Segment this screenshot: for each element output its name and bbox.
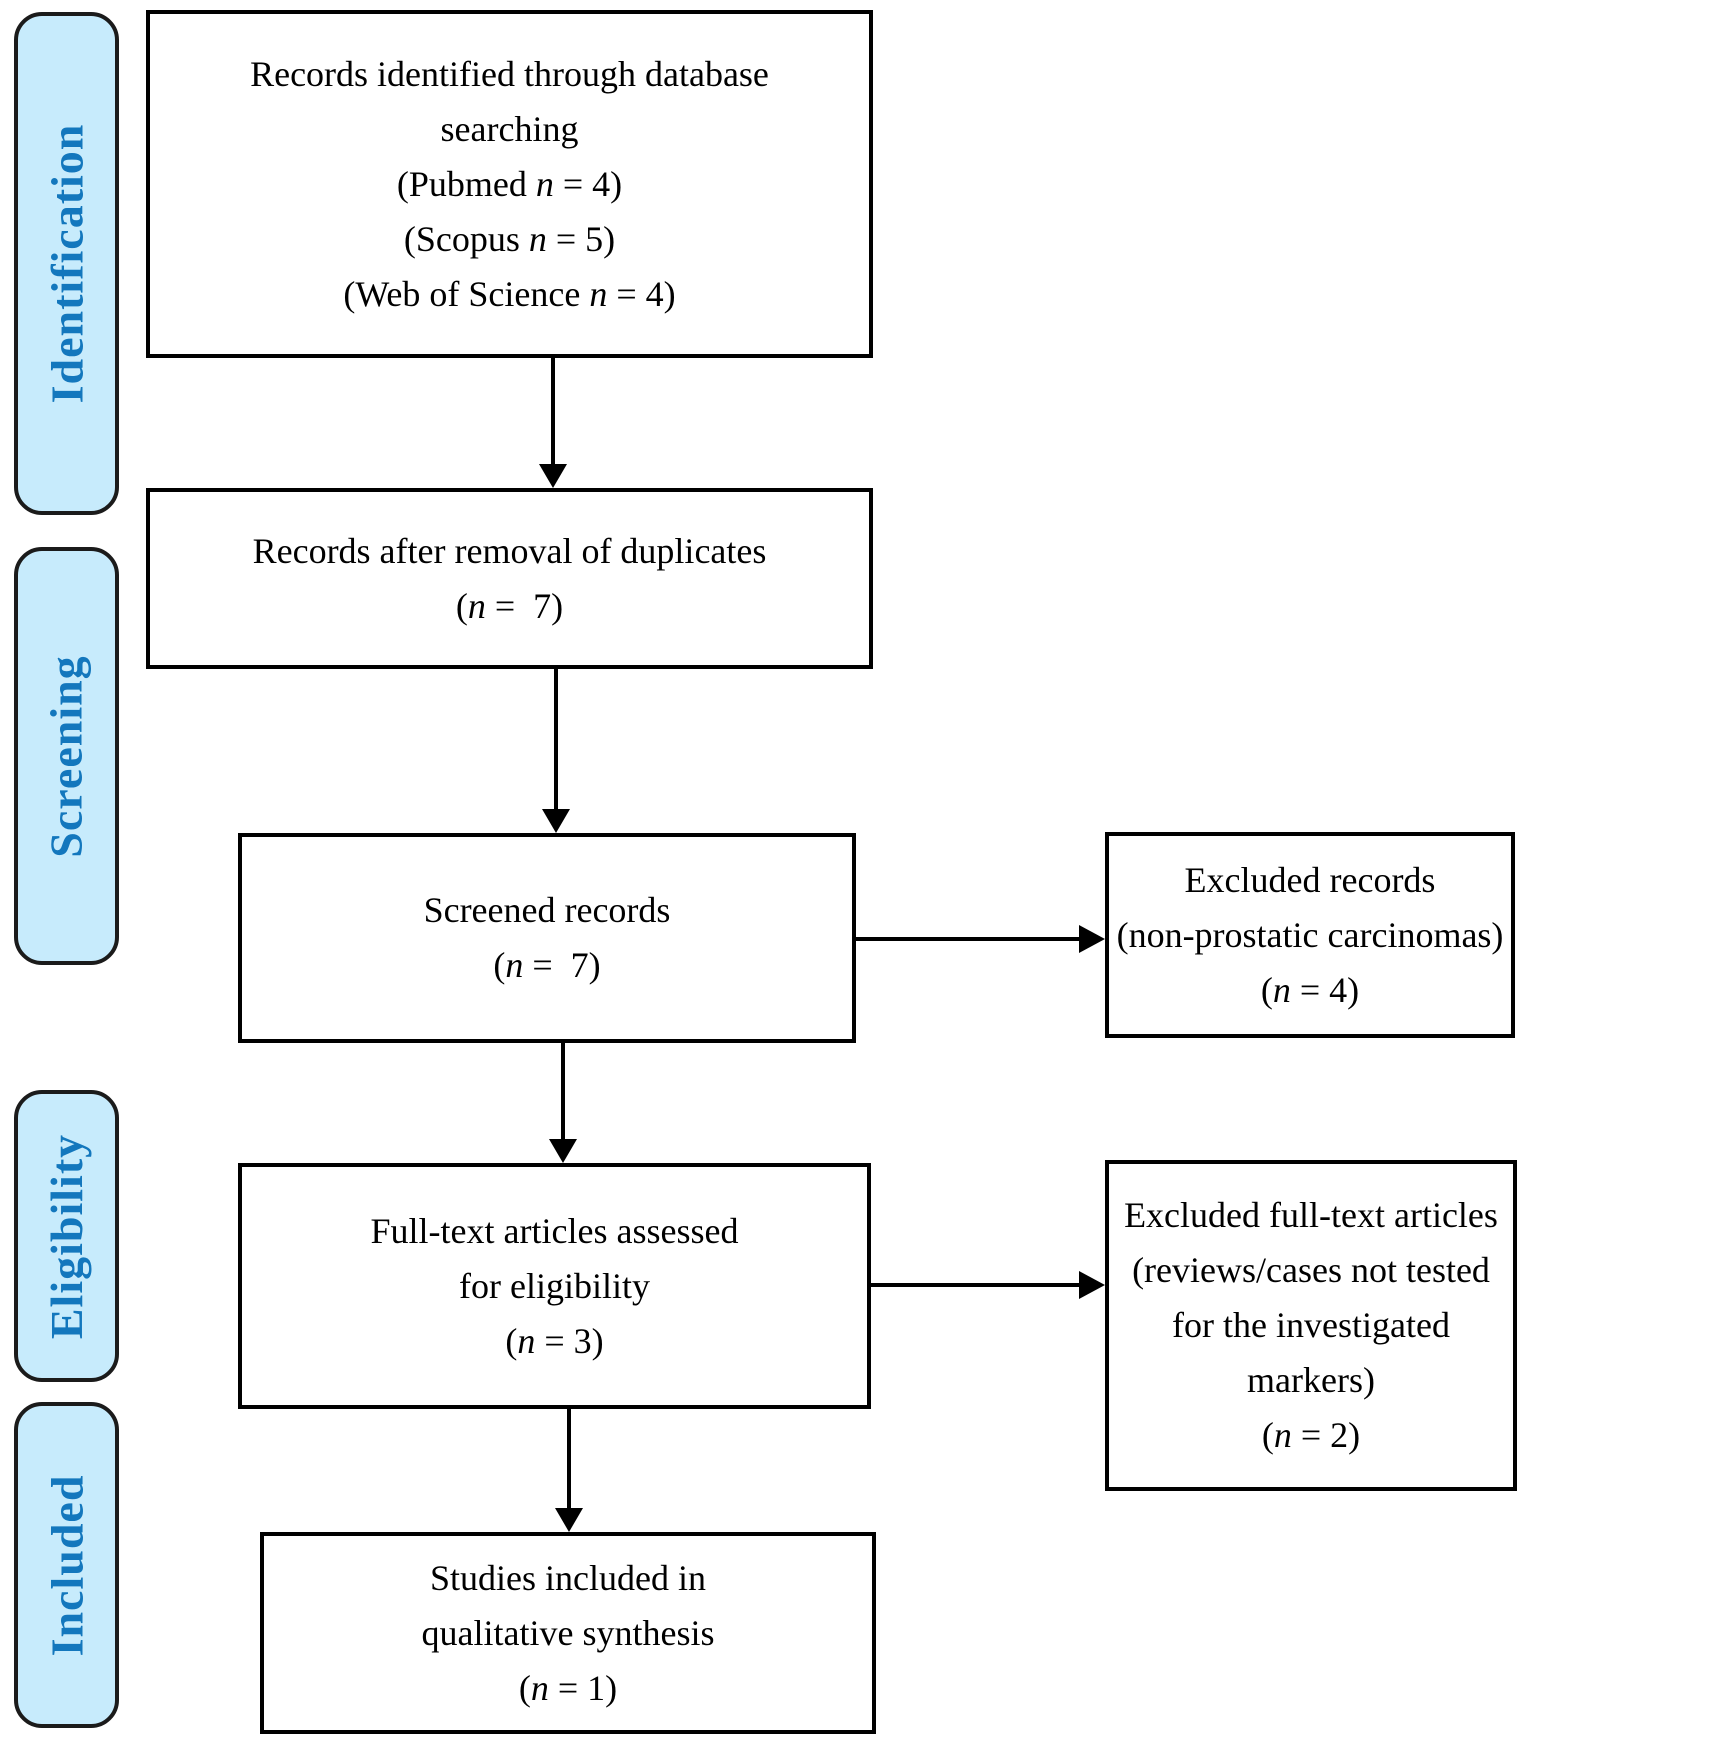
arrow-stem — [856, 937, 1085, 941]
box-text-line: for the investigated — [1172, 1305, 1450, 1345]
box-text-line: Screened records — [423, 890, 671, 930]
arrow-head-down-icon — [555, 1508, 583, 1532]
box-text-line: qualitative synthesis — [421, 1612, 715, 1653]
box-text-line: Excluded full-text articles — [1124, 1195, 1498, 1235]
arrow-head-down-icon — [539, 464, 567, 488]
box-text-line: markers) — [1247, 1360, 1375, 1400]
stage-label-eligibility: Eligibility — [14, 1090, 119, 1382]
box-text-line: (Web of Science n = 4) — [343, 273, 676, 314]
box-text-line: (Scopus n = 5) — [403, 218, 616, 259]
box-text-line: (n = 2) — [1261, 1415, 1361, 1455]
arrow-head-down-icon — [542, 809, 570, 833]
stage-label-identification-text: Identification — [41, 123, 92, 404]
arrow-head-right-icon — [1079, 1271, 1105, 1299]
arrow-stem — [567, 1408, 571, 1512]
arrow-head-down-icon — [549, 1139, 577, 1163]
box-text-line: Records identified through database — [250, 53, 769, 94]
box-screened-records: Screened records (n = 7) — [238, 833, 856, 1043]
box-records-identified: Records identified through database searc… — [146, 10, 873, 358]
arrow-down-screened-to-fulltext — [549, 1043, 577, 1163]
arrow-right-screened-to-excluded — [856, 925, 1105, 953]
arrow-head-right-icon — [1079, 925, 1105, 953]
box-text-line: (reviews/cases not tested — [1132, 1250, 1490, 1290]
stage-label-screening-text: Screening — [41, 654, 92, 858]
box-text-line: (n = 7) — [493, 945, 601, 985]
box-text-line: Full-text articles assessed — [370, 1210, 739, 1251]
arrow-down-fulltext-to-included — [555, 1408, 583, 1532]
box-text-line: searching — [440, 108, 579, 149]
box-text-line: (n = 4) — [1260, 969, 1360, 1010]
stage-label-included-text: Included — [41, 1474, 93, 1656]
arrow-stem — [554, 668, 558, 813]
arrow-right-fulltext-to-excluded — [870, 1271, 1105, 1299]
arrow-stem — [551, 357, 555, 468]
arrow-stem — [870, 1283, 1085, 1287]
arrow-stem — [561, 1043, 565, 1143]
stage-label-screening: Screening — [14, 547, 119, 965]
box-text-line: (Pubmed n = 4) — [396, 163, 623, 204]
stage-label-included: Included — [14, 1402, 119, 1728]
box-text-line: (n = 1) — [518, 1667, 618, 1708]
arrow-down-duplicates-to-screened — [542, 668, 570, 833]
box-studies-included: Studies included in qualitative synthesis… — [260, 1532, 876, 1734]
box-excluded-records: Excluded records (non-prostatic carcinoma… — [1105, 832, 1515, 1038]
box-text-line: Studies included in — [430, 1557, 706, 1598]
box-records-after-duplicates: Records after removal of duplicates (n = … — [146, 488, 873, 669]
box-text-line: (n = 7) — [455, 585, 564, 626]
stage-label-eligibility-text: Eligibility — [41, 1133, 93, 1339]
box-text-line: Excluded records — [1184, 859, 1436, 900]
box-fulltext-assessed: Full-text articles assessed for eligibili… — [238, 1163, 871, 1409]
box-text-line: (n = 3) — [505, 1320, 604, 1361]
stage-label-identification: Identification — [14, 12, 119, 515]
box-text-line: Records after removal of duplicates — [252, 530, 767, 571]
arrow-down-identified-to-duplicates — [539, 357, 567, 488]
box-text-line: for eligibility — [459, 1265, 650, 1306]
box-text-line: (non-prostatic carcinomas) — [1116, 914, 1504, 955]
box-excluded-fulltext: Excluded full-text articles (reviews/case… — [1105, 1160, 1517, 1491]
